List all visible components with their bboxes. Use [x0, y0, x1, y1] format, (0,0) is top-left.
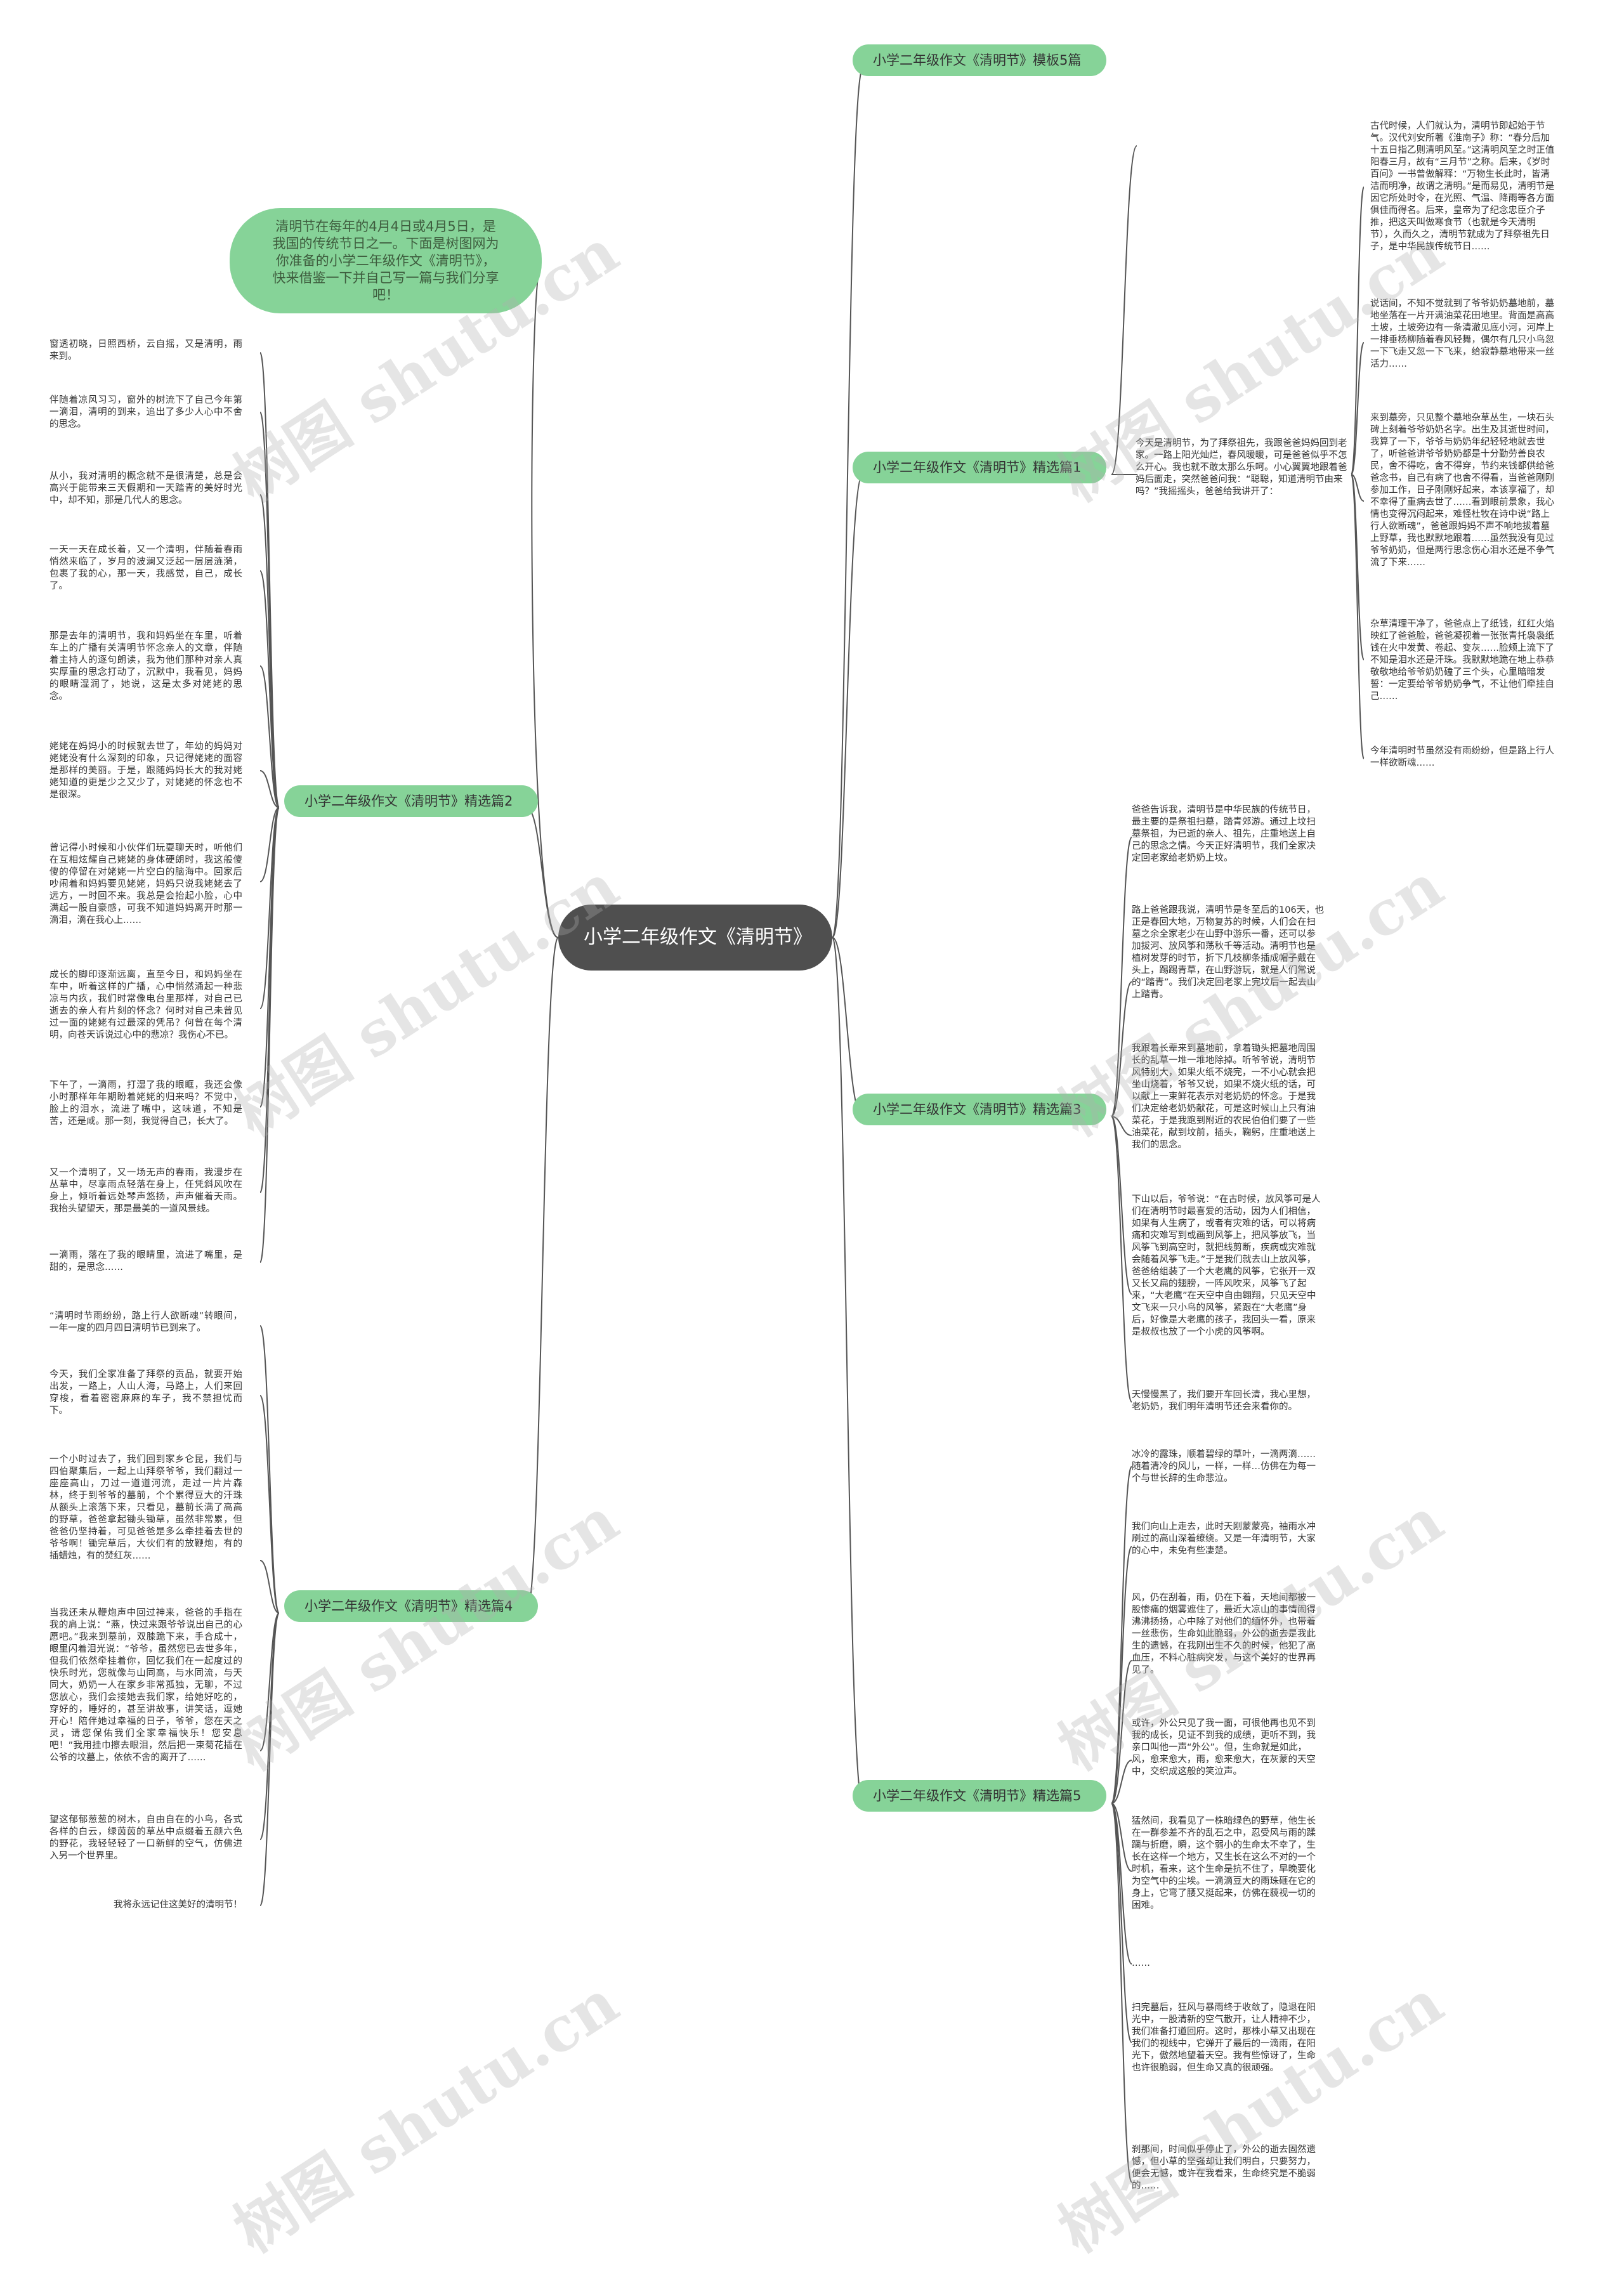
edge-center-intro: [531, 260, 559, 938]
intro-text: 清明节在每年的4月4日或4月5日，是我国的传统节日之一。下面是树图网为你准备的小…: [272, 218, 499, 303]
leaf-text: 窗透初晓，日照西桥，云自摇，又是清明，雨来到。: [49, 339, 242, 362]
branch-essay-3[interactable]: 小学二年级作文《清明节》精选篇3: [853, 1094, 1106, 1125]
leaf-text: 古代时候，人们就认为，清明节即起始于节气。汉代刘安所著《淮南子》称：“春分后加十…: [1370, 121, 1555, 252]
leaf-text: 爸爸告诉我，清明节是中华民族的传统节日，最主要的是祭祖扫墓，踏青郊游。通过上坟扫…: [1132, 805, 1316, 863]
leaf-text: 我跟着长辈来到墓地前，拿着锄头把墓地周围长的乱草一堆一堆地除掉。听爷爷说，清明节…: [1132, 1043, 1316, 1150]
leaf-text: 我将永远记住这美好的清明节！: [114, 1900, 242, 1910]
branch-essay-1[interactable]: 小学二年级作文《清明节》精选篇1: [853, 452, 1106, 483]
branch-essay-5[interactable]: 小学二年级作文《清明节》精选篇5: [853, 1780, 1106, 1812]
leaf-text: 路上爸爸跟我说，清明节是冬至后的106天，也正是春回大地，万物复苏的时候，人们会…: [1132, 905, 1325, 1000]
branch-template[interactable]: 小学二年级作文《清明节》模板5篇: [853, 44, 1106, 76]
branch-label: 小学二年级作文《清明节》模板5篇: [873, 53, 1082, 68]
leaf-text: 风，仍在刮着，雨，仍在下着，天地间都被一股惨痛的烟雾遮住了，最近大凉山的事情闹得…: [1132, 1593, 1316, 1675]
leaf-text: 一天一天在成长着，又一个清明，伴随着春雨悄然来临了，岁月的波澜又泛起一层层涟漪，…: [49, 545, 242, 591]
edge-center-branch5: [526, 937, 559, 1614]
leaf-text: 那是去年的清明节，我和妈妈坐在车里，听着车上的广播有关清明节怀念亲人的文章，伴随…: [49, 631, 242, 702]
leaf-text: 刹那间，时间似乎停止了，外公的逝去固然遗憾，但小草的坚强却让我们明白，只要努力，…: [1132, 2145, 1316, 2191]
branch-essay-2[interactable]: 小学二年级作文《清明节》精选篇2: [284, 785, 538, 817]
leaf-text: 一个小时过去了，我们回到家乡仑昆，我们与四伯聚集后，一起上山拜祭爷爷，我们翻过一…: [49, 1455, 242, 1561]
leaf-text: 今天，我们全家准备了拜祭的贡品，就要开始出发，一路上，人山人海，马路上，人们来回…: [49, 1370, 242, 1416]
leaf-text: “清明时节雨纷纷，路上行人欲断魂”转眼间，一年一度的四月四日清明节已到来了。: [49, 1311, 242, 1333]
branch-label: 小学二年级作文《清明节》精选篇5: [873, 1788, 1082, 1803]
leaf-text: 说话间，不知不觉就到了爷爷奶奶墓地前，墓地坐落在一片开满油菜花田地里。背面是高高…: [1370, 299, 1554, 369]
leaf-text: 从小，我对清明的概念就不是很清楚，总是会高兴于能带来三天假期和一天踏青的美好时光…: [49, 471, 242, 506]
edge-center-branch1: [832, 68, 863, 938]
branch-label: 小学二年级作文《清明节》精选篇3: [873, 1102, 1082, 1117]
leaf-text: ……: [1132, 1958, 1150, 1968]
intro-node[interactable]: 清明节在每年的4月4日或4月5日，是我国的传统节日之一。下面是树图网为你准备的小…: [230, 208, 542, 313]
leaf-text: 来到墓旁，只见整个墓地杂草丛生，一块石头碑上刻着爷爷奶奶名字。出生及其逝世时间，…: [1370, 413, 1554, 568]
leaf-text: 成长的脚印逐渐远离，直至今日，和妈妈坐在车中，听着这样的广播，心中悄然涌起一种悲…: [49, 970, 242, 1040]
branch-label: 小学二年级作文《清明节》精选篇1: [873, 460, 1082, 475]
leaf-text: 天慢慢黑了，我们要开车回长清，我心里想，老奶奶，我们明年清明节还会来看你的。: [1132, 1390, 1316, 1412]
branch-label: 小学二年级作文《清明节》精选篇2: [304, 794, 513, 809]
edge-b2-leaf0: [1111, 145, 1137, 475]
leaf-text: 又一个清明了，又一场无声的春雨，我漫步在丛草中，尽享雨点轻落在身上，任凭斜风吹在…: [49, 1168, 242, 1214]
leaf-text: 一滴雨，落在了我的眼睛里，流进了嘴里，是甜的，是思念……: [49, 1250, 242, 1272]
leaf-text: 或许，外公只见了我一面，可很他再也见不到我的成长，见证不到我的成绩，更听不到，我…: [1132, 1718, 1316, 1777]
edge-center-branch3: [526, 807, 559, 938]
leaf-text: 今年清明时节虽然没有雨纷纷，但是路上行人一样欲断魂……: [1370, 746, 1554, 768]
leaf-text: 我们向山上走去，此时天刚蒙蒙亮，袖雨水冲刷过的高山深着缭绕。又是一年清明节，大家…: [1132, 1522, 1316, 1556]
leaf-text: 猛然间，我看见了一株暗绿色的野草，他生长在一群参差不齐的乱石之中，忍受风与雨的蹂…: [1132, 1816, 1316, 1911]
branch-label: 小学二年级作文《清明节》精选篇4: [304, 1599, 513, 1614]
edge-center-branch6: [832, 937, 863, 1804]
leaf-text: 下午了，一滴雨，打湿了我的眼眶，我还会像小时那样年年期盼着姥姥的归来吗？不觉中，…: [49, 1080, 242, 1127]
leaf-text: 曾记得小时候和小伙伴们玩耍聊天时，听他们在互相炫耀自己姥姥的身体硬朗时，我这般傻…: [49, 843, 242, 925]
branch-essay-4[interactable]: 小学二年级作文《清明节》精选篇4: [284, 1590, 538, 1622]
connector-lines: [259, 68, 1365, 2183]
leaf-text: 下山以后，爷爷说：“在古时候，放风筝可是人们在清明节时最喜爱的活动，因为人们相信…: [1132, 1194, 1321, 1337]
leaf-text: 望这郁郁葱葱的树木，自由自在的小鸟，各式各样的白云，绿茵茵的草丛中点缀着五颜六色…: [49, 1815, 242, 1861]
central-topic-label: 小学二年级作文《清明节》: [584, 926, 812, 948]
leaf-text: 姥姥在妈妈小的时候就去世了，年幼的妈妈对姥姥没有什么深刻的印象，只记得姥姥的面容…: [49, 742, 242, 800]
central-topic[interactable]: 小学二年级作文《清明节》: [558, 905, 832, 971]
leaf-text: 冰冷的露珠，顺着碧绿的草叶，一滴两滴……随着清冷的风儿，一样，一样…仿佛在为每一…: [1132, 1449, 1316, 1484]
leaf-text: 扫完墓后，狂风与暴雨终于收敛了，隐退在阳光中，一股清新的空气散开，让人精神不少，…: [1132, 2003, 1316, 2073]
leaf-text: 杂草清理干净了，爸爸点上了纸钱，红红火焰映红了爸爸脸，爸爸凝视着一张张青托袅袅纸…: [1370, 619, 1554, 702]
edge-center-branch2: [832, 474, 863, 938]
leaf-text: 当我还未从鞭炮声中回过神来，爸爸的手指在我的肩上说：“燕，快过来跟爷爷说出自己的…: [49, 1608, 242, 1763]
leaf-text: 今天是清明节，为了拜祭祖先，我跟爸爸妈妈回到老家。一路上阳光灿烂，春风暖暖，可是…: [1136, 438, 1347, 497]
leaf-text: 伴随着凉风习习，窗外的树流下了自己今年第一滴泪，清明的到来，追出了多少人心中不舍…: [49, 395, 242, 429]
